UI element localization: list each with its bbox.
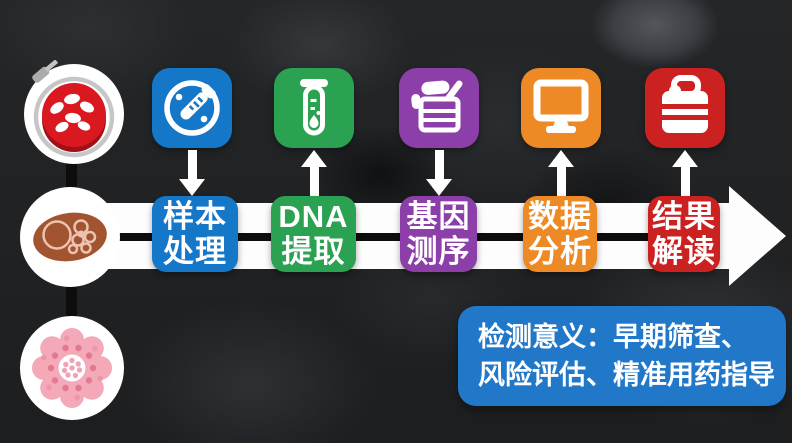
flow-arrow-head — [729, 186, 786, 286]
tile-dna-extraction — [274, 68, 354, 148]
tile-data-analysis — [521, 68, 601, 148]
step-label-line: 样本 — [163, 199, 227, 234]
note-line-1: 检测意义：早期筛查、 — [478, 322, 748, 352]
step-label-gene-sequencing: 基因 测序 — [400, 196, 477, 272]
arrow-up-result-interpretation — [672, 150, 698, 196]
testing-significance-note: 检测意义：早期筛查、 风险评估、精准用药指导 — [458, 306, 786, 406]
tissue-sample-icon — [20, 187, 120, 287]
arrow-up-dna-extraction — [301, 150, 327, 196]
report-case-icon — [662, 75, 708, 133]
step-label-result-interpretation: 结果 解读 — [648, 196, 720, 272]
step-label-line: DNA — [278, 199, 349, 234]
step-label-line: 提取 — [281, 234, 346, 269]
step-label-line: 分析 — [528, 234, 592, 269]
step-label-line: 数据 — [528, 199, 592, 234]
sequencer-icon — [411, 80, 463, 133]
tile-sample-processing — [152, 68, 232, 148]
sample-tissue — [20, 187, 120, 292]
test-tube-icon — [300, 79, 328, 136]
step-label-line: 结果 — [652, 199, 716, 234]
tile-result-interpretation — [645, 68, 725, 148]
petri-dish-icon — [24, 59, 124, 164]
cell-icon — [20, 316, 124, 420]
timeline-line — [98, 233, 662, 241]
step-label-dna-extraction: DNA 提取 — [271, 196, 356, 272]
sample-petri-dish — [22, 59, 126, 169]
monitor-icon — [533, 79, 589, 133]
arrow-down-sample-processing — [179, 150, 205, 196]
note-line-2: 风险评估、精准用药指导 — [478, 360, 775, 390]
tile-gene-sequencing — [399, 68, 479, 148]
step-label-sample-processing: 样本 处理 — [152, 196, 238, 272]
step-label-line: 处理 — [163, 234, 227, 269]
step-label-line: 测序 — [406, 234, 471, 269]
step-label-line: 解读 — [652, 234, 716, 269]
sample-cell — [20, 316, 124, 425]
arrow-up-data-analysis — [548, 150, 574, 196]
step-label-line: 基因 — [406, 199, 471, 234]
petri-testtube-icon — [164, 80, 220, 136]
step-label-data-analysis: 数据 分析 — [523, 196, 597, 272]
arrow-down-gene-sequencing — [426, 150, 452, 196]
